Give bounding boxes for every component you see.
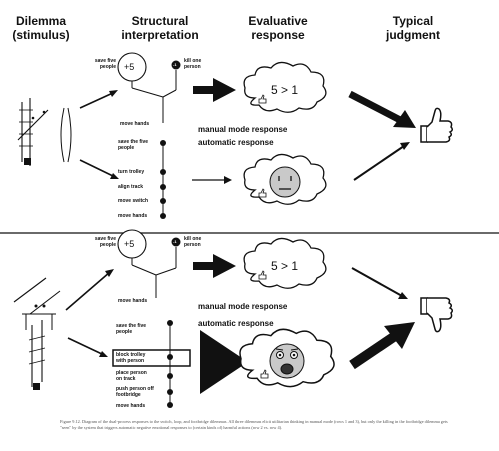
automatic-mode-label: automatic response	[198, 138, 274, 147]
push-person-line1: push person off	[116, 386, 154, 392]
header-structural: Structural interpretation	[110, 14, 210, 42]
row1-arrow	[193, 78, 236, 102]
stimulus-arrows-bottom	[65, 269, 114, 357]
row4-big-arrow	[200, 330, 248, 394]
judgment-arrows-bottom	[349, 267, 415, 370]
thumbs-up-icon	[420, 107, 454, 143]
header-structural-line1: Structural	[131, 14, 189, 28]
row4-structure-chain	[112, 320, 191, 408]
judgment-arrows-top	[348, 90, 416, 181]
save-five-line2: people	[99, 242, 116, 248]
header-dilemma: Dilemma (stimulus)	[2, 14, 80, 42]
block-trolley-highlight	[112, 349, 191, 367]
minus-one-node	[171, 237, 181, 247]
header-structural-line2: interpretation	[121, 28, 199, 42]
figure-caption: Figure 9.12. Diagram of the dual-process…	[60, 419, 448, 430]
header-typical-line1: Typical	[392, 14, 434, 28]
save-five-line1: save five	[94, 236, 116, 242]
header-evaluative-line2: response	[251, 28, 305, 42]
place-person-label: place person on track	[116, 370, 147, 382]
horrified-face-icon	[269, 343, 305, 379]
header-evaluative: Evaluative response	[238, 14, 318, 42]
header-evaluative-line1: Evaluative	[248, 14, 308, 28]
neutral-face-icon	[269, 166, 301, 198]
move-hands-label: move hands	[118, 213, 148, 219]
row1-structure-tree	[117, 52, 181, 123]
block-trolley-line1: block trolley	[116, 352, 146, 358]
save-the-five-line2: people	[118, 145, 135, 151]
kill-one-line2: person	[184, 242, 201, 248]
block-trolley-label: block trolley with person	[116, 352, 145, 364]
comparison-label: 5 > 1	[271, 83, 299, 97]
save-five-label: save five people	[88, 236, 116, 248]
manual-mode-label: manual mode response	[198, 302, 288, 311]
kill-one-line1: kill one	[184, 58, 202, 64]
save-the-five-line1: save the five	[116, 323, 147, 329]
minus-one-label: -1	[173, 239, 177, 244]
minus-one-label: -1	[173, 62, 177, 67]
save-the-five-label: save the five people	[118, 139, 148, 151]
push-person-label: push person off footbridge	[116, 386, 154, 398]
move-switch-label: move switch	[118, 198, 149, 204]
header-typical: Typical judgment	[373, 14, 453, 42]
header-typical-line2: judgment	[386, 28, 440, 42]
switch-dilemma-figure	[17, 98, 72, 166]
save-five-label: save five people	[88, 58, 116, 70]
automatic-mode-label: automatic response	[198, 319, 274, 328]
move-hands-label: move hands	[116, 403, 146, 409]
comparison-label: 5 > 1	[271, 259, 299, 273]
stimulus-arrows-top	[79, 90, 119, 179]
kill-one-line1: kill one	[184, 236, 202, 242]
row3-arrow	[193, 254, 236, 278]
save-the-five-line2: people	[116, 329, 133, 335]
plus-five-label: +5	[124, 62, 135, 72]
move-hands-label: move hands	[120, 121, 150, 127]
minus-one-node	[171, 60, 181, 70]
plus-five-label: +5	[124, 239, 135, 249]
thumbs-down-icon	[420, 297, 454, 333]
footbridge-dilemma-figure	[13, 277, 61, 390]
save-the-five-line1: save the five	[118, 139, 149, 145]
save-five-line2: people	[99, 64, 116, 70]
header-dilemma-line2: (stimulus)	[12, 28, 70, 42]
row2-structure-chain	[160, 140, 166, 219]
save-five-line1: save five	[94, 58, 116, 64]
row2-arrow	[192, 176, 232, 184]
place-person-line2: on track	[116, 376, 136, 382]
push-person-line2: footbridge	[116, 392, 141, 398]
place-person-line1: place person	[116, 370, 147, 376]
kill-one-line2: person	[184, 64, 201, 70]
align-track-label: align track	[118, 184, 144, 190]
save-the-five-label: save the five people	[116, 323, 146, 335]
kill-one-label: kill one person	[184, 236, 201, 248]
move-hands-label: move hands	[118, 298, 148, 304]
kill-one-label: kill one person	[184, 58, 201, 70]
turn-trolley-label: turn trolley	[118, 169, 145, 175]
block-trolley-line2: with person	[116, 358, 145, 364]
header-dilemma-line1: Dilemma	[15, 14, 67, 28]
manual-mode-label: manual mode response	[198, 125, 288, 134]
row3-structure-tree	[117, 229, 181, 298]
